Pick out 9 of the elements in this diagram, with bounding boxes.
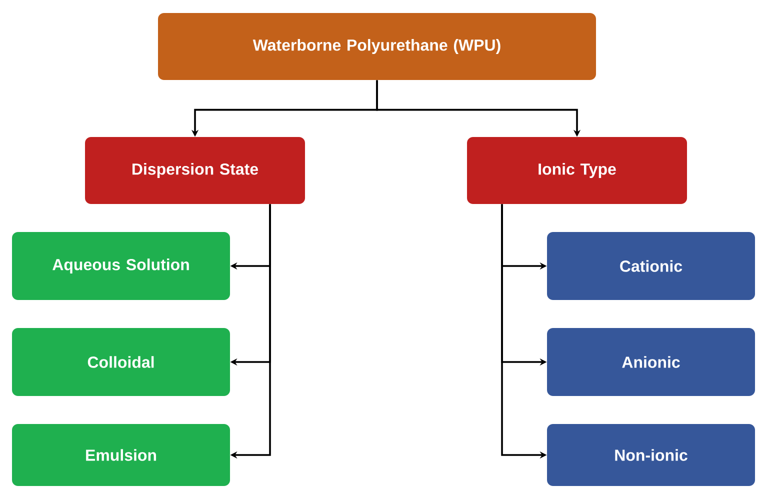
- wpu-box: Waterborne Polyurethane (WPU): [158, 13, 596, 80]
- category-box: Dispersion State: [85, 137, 305, 204]
- category-box: Ionic Type: [467, 137, 687, 204]
- type-box: Non-ionic: [547, 424, 755, 486]
- type-box: Aqueous Solution: [12, 232, 230, 300]
- type-box: Cationic: [547, 232, 755, 300]
- type-box: Anionic: [547, 328, 755, 396]
- type-box: Colloidal: [12, 328, 230, 396]
- type-box: Emulsion: [12, 424, 230, 486]
